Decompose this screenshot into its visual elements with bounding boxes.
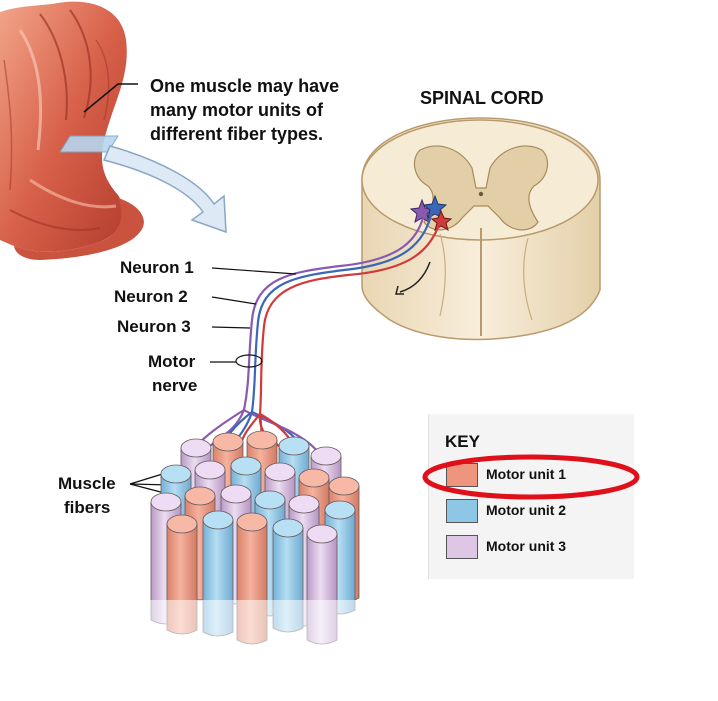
muscle-fiber-end (166, 514, 198, 534)
muscle-fiber-end (310, 446, 342, 466)
spinal-cord-illustration (361, 117, 601, 341)
motor-nerve-label-line-2: nerve (152, 376, 198, 395)
muscle-fiber-end (246, 430, 278, 450)
motor-unit-1-highlight-ellipse (422, 454, 640, 500)
callout-text: One muscle may have many motor units of … (150, 74, 339, 146)
muscle-fiber-end (212, 432, 244, 452)
muscle-fiber-end (194, 460, 226, 480)
muscle-fiber-end (288, 494, 320, 514)
motor-unit-2-swatch (446, 499, 478, 523)
muscle-fiber-end (306, 524, 338, 544)
motor-unit-1-label: Motor unit 1 (486, 466, 567, 482)
muscle-fiber-end (324, 500, 356, 520)
spinal-cord-title: SPINAL CORD (420, 88, 544, 108)
muscle-fibers-label-line-1: Muscle (58, 474, 116, 493)
motor-nerve-axons (185, 211, 442, 473)
callout-line-2: many motor units of (150, 100, 324, 120)
muscle-fiber-end (236, 512, 268, 532)
label-leader-lines (129, 267, 297, 509)
muscle-fiber-end (278, 436, 310, 456)
neuron-3-label: Neuron 3 (117, 317, 191, 336)
muscle-fiber-bundle (140, 430, 380, 660)
neuron-1-label: Neuron 1 (120, 258, 194, 277)
muscle-fiber-end (328, 476, 360, 496)
key-title: KEY (445, 432, 480, 451)
muscle-fiber-end (298, 468, 330, 488)
callout-line-1: One muscle may have (150, 76, 340, 96)
muscle-fiber-end (230, 456, 262, 476)
motor-unit-2-label: Motor unit 2 (486, 502, 567, 518)
muscle-fiber-end (150, 492, 182, 512)
motor-unit-3-swatch (446, 535, 478, 559)
muscle-fibers-label-line-2: fibers (64, 498, 111, 517)
callout-line-3: different fiber types. (150, 124, 324, 144)
motor-nerve-label-line-1: Motor (148, 352, 196, 371)
zoom-arrow-icon (102, 145, 227, 234)
muscle-fiber-end (254, 490, 286, 510)
muscle-fiber-end (160, 464, 192, 484)
fiber-fade (140, 600, 380, 660)
motor-unit-1-swatch (446, 463, 478, 487)
muscle-fiber-end (184, 486, 216, 506)
muscle-fiber-end (180, 438, 212, 458)
neuron-2-label: Neuron 2 (114, 287, 188, 306)
muscle-fiber-end (220, 484, 252, 504)
muscle-fiber-end (264, 462, 296, 482)
muscle-fiber-end (202, 510, 234, 530)
muscle-fiber-end (272, 518, 304, 538)
motor-unit-3-label: Motor unit 3 (486, 538, 567, 554)
